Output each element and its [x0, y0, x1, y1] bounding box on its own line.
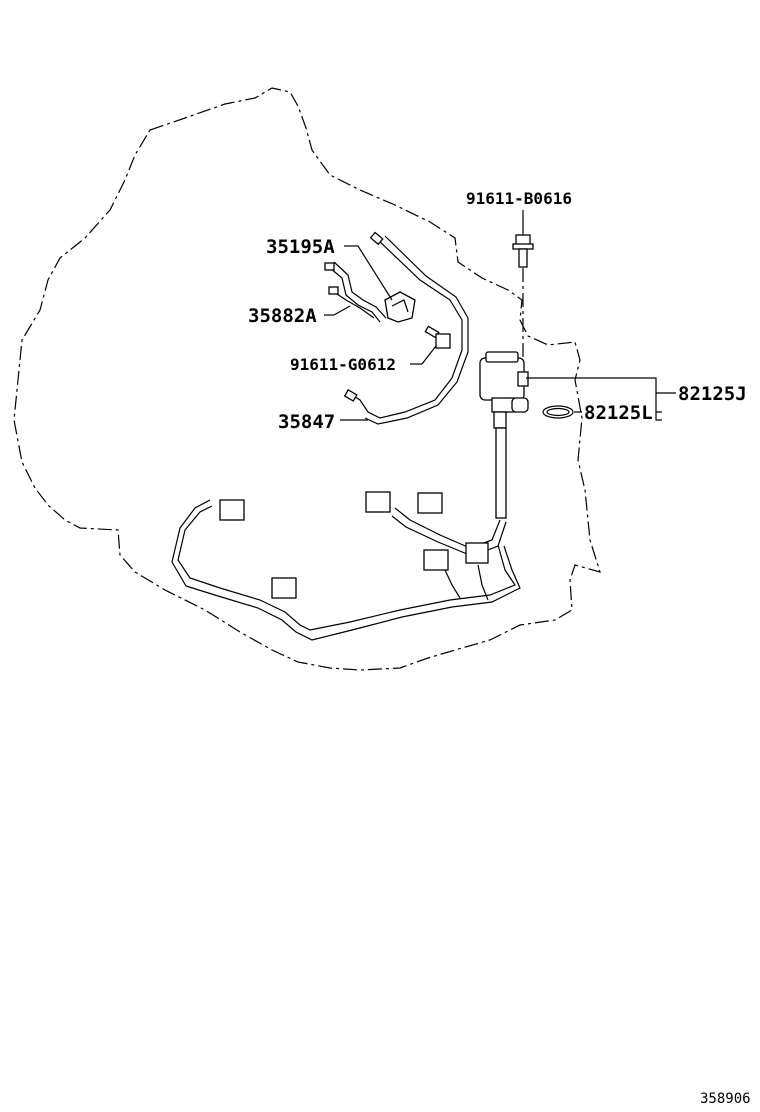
connector-icon [219, 491, 489, 599]
label-35847: 35847 [278, 411, 335, 433]
label-82125l: 82125L [584, 402, 653, 424]
bolt-top-icon [512, 234, 534, 268]
label-91611-g0612: 91611-G0612 [290, 355, 396, 374]
wire-harness-icon [171, 499, 521, 641]
label-91611-b0616: 91611-B0616 [466, 189, 572, 208]
speed-sensor-icon [479, 351, 529, 519]
label-82125j: 82125J [678, 383, 747, 405]
clamp-icon [384, 291, 416, 323]
label-35882a: 35882A [248, 305, 317, 327]
hose-35882a-icon [329, 267, 381, 323]
o-ring-icon [542, 405, 574, 419]
bolt-mid-icon [424, 325, 451, 349]
figure-id: 358906 [700, 1091, 751, 1107]
tube-35847-icon [351, 239, 463, 419]
transmission-outline [13, 87, 601, 671]
label-35195a: 35195A [266, 236, 335, 258]
